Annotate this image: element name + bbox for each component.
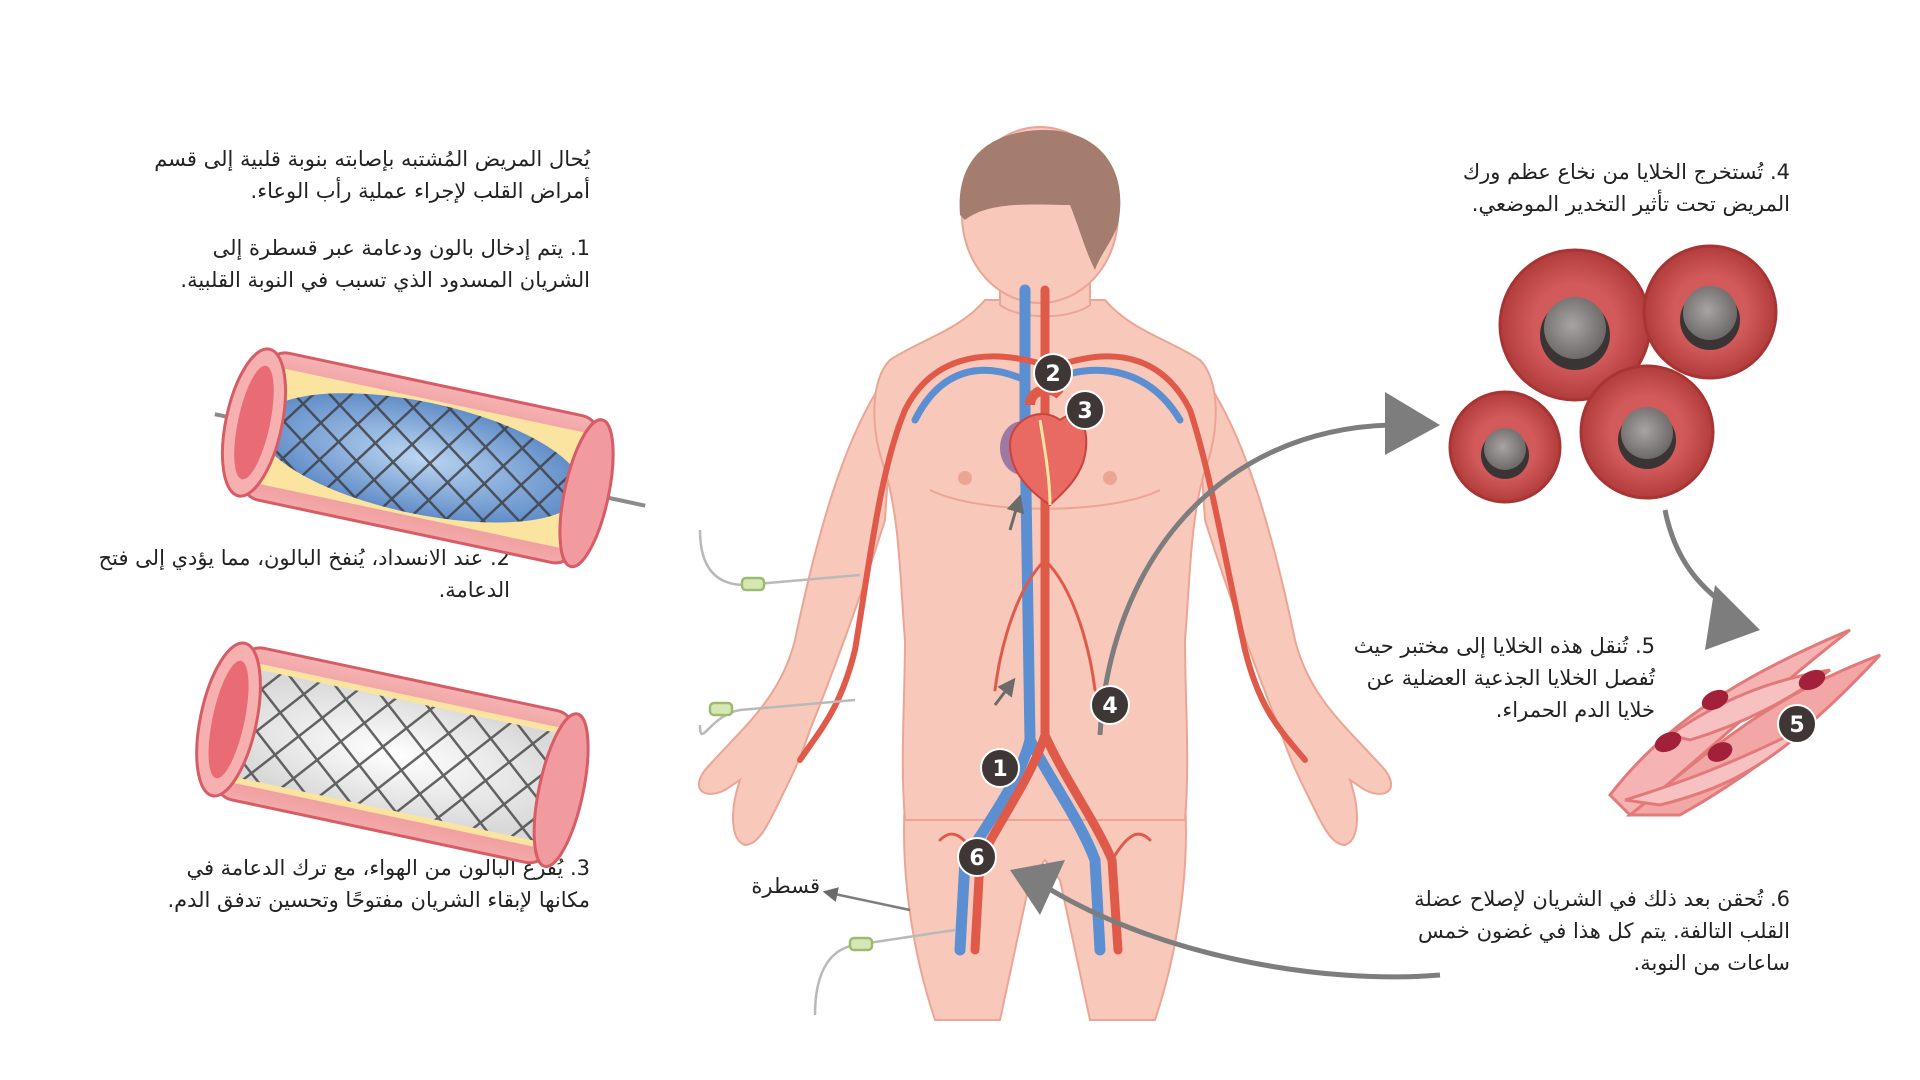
catheter-icon bbox=[698, 529, 956, 1016]
step-1-text: 1. يتم إدخال بالون ودعامة عبر قسطرة إلى … bbox=[180, 236, 590, 292]
badge-1: 1 bbox=[980, 748, 1020, 788]
svg-text:1: 1 bbox=[992, 757, 1007, 782]
red-blood-cell-icon bbox=[1448, 244, 1778, 504]
svg-text:5: 5 bbox=[1789, 713, 1804, 738]
arrow-head-to-cells bbox=[1385, 392, 1440, 455]
intro-text: يُحال المريض المُشتبه بإصابته بنوبة قلبي… bbox=[154, 147, 590, 203]
catheter-label-arrow bbox=[822, 887, 911, 912]
badge-5: 5 bbox=[1777, 704, 1817, 744]
badge-2: 2 bbox=[1033, 353, 1073, 393]
stent-balloon-inflated-illustration bbox=[214, 347, 646, 569]
heart-icon bbox=[1000, 384, 1088, 507]
catheter-direction-arrows bbox=[993, 494, 1025, 706]
step-6-text: 6. تُحقن بعد ذلك في الشريان لإصلاح عضلة … bbox=[1414, 887, 1790, 975]
catheter-label: قسطرة bbox=[751, 874, 820, 898]
badge-4: 4 bbox=[1090, 685, 1130, 725]
step-4-text: 4. تُستخرج الخلايا من نخاع عظم ورك المري… bbox=[1462, 160, 1790, 216]
svg-text:2: 2 bbox=[1045, 362, 1060, 387]
svg-text:4: 4 bbox=[1102, 694, 1117, 719]
step-5-text: 5. تُنقل هذه الخلايا إلى مختبر حيث تُفصل… bbox=[1353, 634, 1655, 722]
stent-deployed-illustration bbox=[195, 641, 590, 869]
arrow-head-to-artery bbox=[1010, 860, 1065, 915]
step-3-text: 3. يُفرغ البالون من الهواء، مع ترك الدعا… bbox=[167, 856, 590, 912]
svg-text:3: 3 bbox=[1077, 399, 1092, 424]
arrow-head-to-muscle bbox=[1705, 585, 1760, 650]
muscle-cell-icon bbox=[1608, 628, 1882, 818]
badge-3: 3 bbox=[1065, 390, 1105, 430]
badge-6: 6 bbox=[957, 837, 997, 877]
svg-text:6: 6 bbox=[969, 846, 984, 871]
